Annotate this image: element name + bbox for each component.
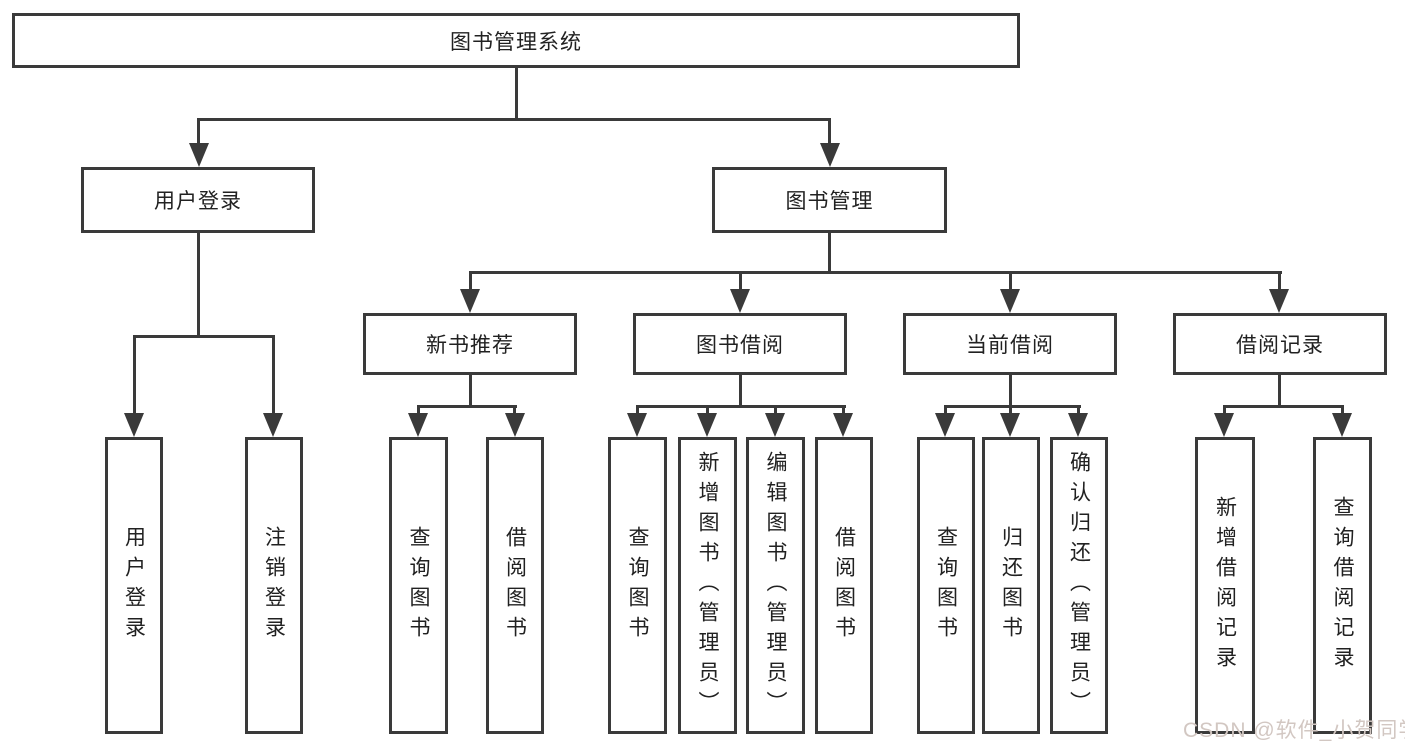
connector-level1-rail <box>197 118 831 121</box>
node-current-borrowing: 当前借阅 <box>903 313 1117 375</box>
leaf-logout: 注销登录 <box>245 437 303 734</box>
node-label: 图书管理系统 <box>450 30 582 54</box>
arrow-down-icon <box>124 413 144 437</box>
node-library-management-system: 图书管理系统 <box>12 13 1020 68</box>
connector-drop-book-mgmt <box>828 118 831 146</box>
node-label: 用户登录 <box>122 525 146 646</box>
connector-user-login-rail <box>133 335 275 338</box>
connector-level2-rail <box>469 271 1282 274</box>
connector-drop-leaf <box>774 405 777 417</box>
connector-drop-leaf <box>842 405 845 417</box>
node-label: 借阅记录 <box>1236 334 1324 357</box>
connector-current-stem <box>1009 373 1012 407</box>
node-label: 查询图书 <box>407 525 430 646</box>
connector-records-rail <box>1223 405 1344 408</box>
node-new-book-recommendation: 新书推荐 <box>363 313 577 375</box>
node-label: 查询图书 <box>934 525 958 646</box>
connector-drop-leaf <box>1009 405 1012 417</box>
connector-root-stem <box>515 68 518 118</box>
arrow-down-icon <box>1068 413 1088 437</box>
leaf-add-borrow-record: 新增借阅记录 <box>1195 437 1255 734</box>
connector-recommend-rail <box>417 405 517 408</box>
node-label: 用户登录 <box>154 190 242 213</box>
connector-drop-current <box>1009 271 1012 293</box>
connector-drop-user-login <box>197 118 200 146</box>
connector-borrowing-stem <box>739 373 742 407</box>
node-label: 新增借阅记录 <box>1213 495 1237 676</box>
arrow-down-icon <box>1000 289 1020 313</box>
arrow-down-icon <box>1332 413 1352 437</box>
node-label: 新增图书（管理员） <box>696 450 719 721</box>
leaf-return-books: 归还图书 <box>982 437 1040 734</box>
arrow-down-icon <box>460 289 480 313</box>
connector-drop-borrowing <box>739 271 742 293</box>
node-label: 查询图书 <box>626 525 649 646</box>
arrow-down-icon <box>833 413 853 437</box>
arrow-down-icon <box>1000 413 1020 437</box>
node-user-login: 用户登录 <box>81 167 315 233</box>
connector-drop-leaf <box>1341 405 1344 417</box>
node-borrowing-records: 借阅记录 <box>1173 313 1387 375</box>
node-label: 图书管理 <box>785 190 874 213</box>
leaf-borrow-books-recommend: 借阅图书 <box>486 437 544 734</box>
arrow-down-icon <box>1269 289 1289 313</box>
node-label: 注销登录 <box>262 525 286 646</box>
connector-recommend-stem <box>469 373 472 407</box>
node-label: 查询借阅记录 <box>1331 495 1354 676</box>
connector-records-stem <box>1278 373 1281 407</box>
watermark: CSDN @软件_小贺同学 <box>1183 719 1405 742</box>
node-label: 新书推荐 <box>426 334 514 357</box>
node-label: 确认归还（管理员） <box>1067 450 1091 721</box>
arrow-down-icon <box>765 413 785 437</box>
connector-borrowing-rail <box>636 405 846 408</box>
connector-drop-leaf <box>417 405 420 417</box>
arrow-down-icon <box>697 413 717 437</box>
connector-drop-leaf <box>513 405 516 417</box>
connector-drop-leaf <box>272 335 275 415</box>
connector-current-rail <box>944 405 1081 408</box>
connector-drop-leaf <box>636 405 639 417</box>
arrow-down-icon <box>1214 413 1234 437</box>
leaf-query-books-recommend: 查询图书 <box>389 437 448 734</box>
arrow-down-icon <box>263 413 283 437</box>
node-label: 借阅图书 <box>503 525 527 646</box>
connector-drop-leaf <box>706 405 709 417</box>
connector-drop-leaf <box>1077 405 1080 417</box>
connector-drop-leaf <box>1223 405 1226 417</box>
leaf-query-borrow-record: 查询借阅记录 <box>1313 437 1372 734</box>
leaf-borrow-books-borrowing: 借阅图书 <box>815 437 873 734</box>
arrow-down-icon <box>730 289 750 313</box>
node-book-borrowing: 图书借阅 <box>633 313 847 375</box>
connector-user-login-stem <box>197 233 200 337</box>
arrow-down-icon <box>189 143 209 167</box>
leaf-add-books-admin: 新增图书（管理员） <box>678 437 737 734</box>
node-label: 归还图书 <box>999 525 1023 646</box>
connector-drop-leaf <box>944 405 947 417</box>
connector-drop-leaf <box>133 335 136 415</box>
connector-drop-recommend <box>469 271 472 293</box>
arrow-down-icon <box>627 413 647 437</box>
arrow-down-icon <box>935 413 955 437</box>
leaf-query-books-current: 查询图书 <box>917 437 975 734</box>
connector-drop-records <box>1278 271 1281 293</box>
node-label: 当前借阅 <box>966 334 1054 357</box>
arrow-down-icon <box>408 413 428 437</box>
leaf-query-books-borrowing: 查询图书 <box>608 437 667 734</box>
node-label: 图书借阅 <box>696 334 784 357</box>
arrow-down-icon <box>820 143 840 167</box>
node-label: 编辑图书（管理员） <box>764 450 787 721</box>
node-book-management: 图书管理 <box>712 167 947 233</box>
leaf-confirm-return-admin: 确认归还（管理员） <box>1050 437 1108 734</box>
connector-book-mgmt-stem <box>828 233 831 273</box>
leaf-edit-books-admin: 编辑图书（管理员） <box>746 437 805 734</box>
leaf-user-login: 用户登录 <box>105 437 163 734</box>
node-label: 借阅图书 <box>832 525 856 646</box>
arrow-down-icon <box>505 413 525 437</box>
